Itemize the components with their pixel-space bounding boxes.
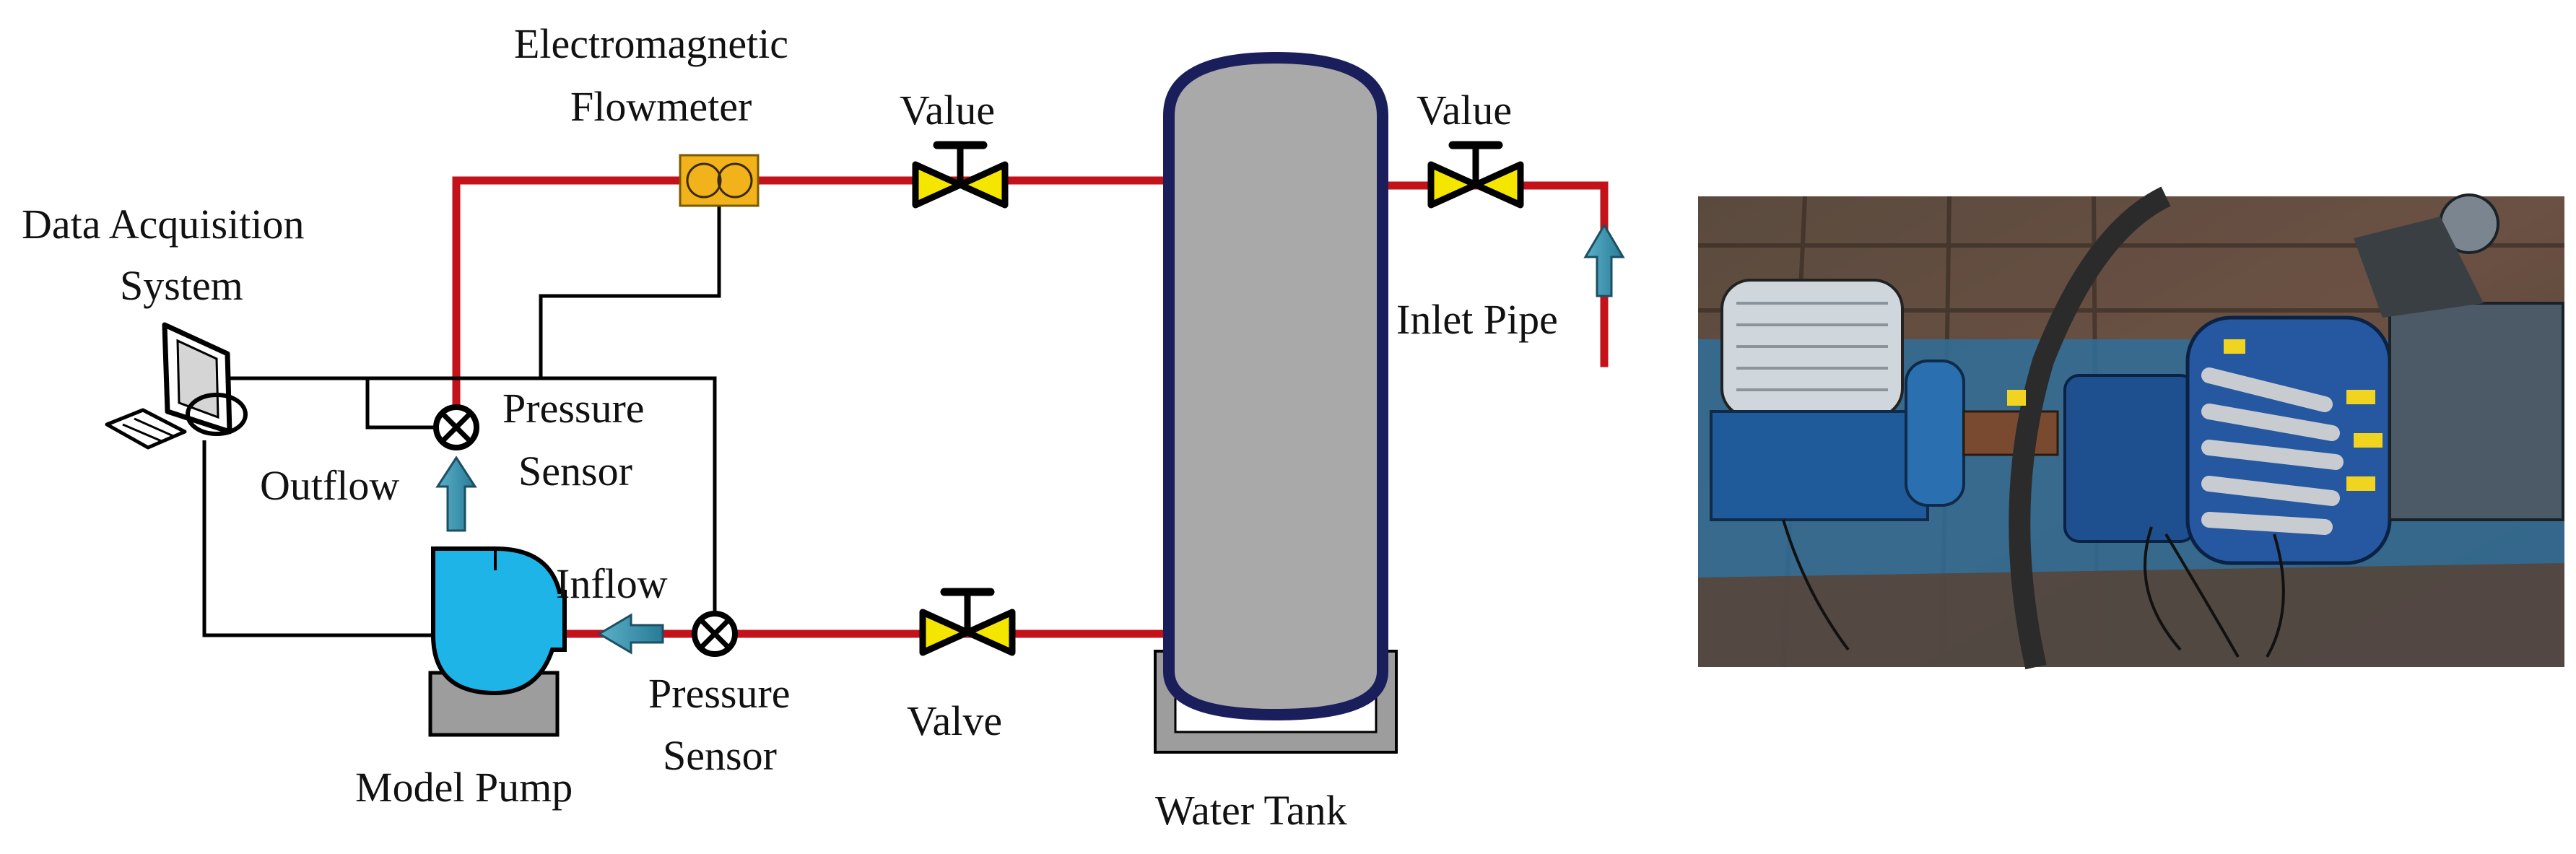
- computer-icon: [105, 322, 248, 450]
- inlet-arrow: [1583, 223, 1625, 297]
- wire-flowmeter: [539, 204, 721, 378]
- wire-outer-top: [218, 376, 717, 635]
- top-valve: [912, 141, 1009, 209]
- wire-sensor-top: [365, 378, 440, 430]
- outflow-arrow: [435, 456, 477, 532]
- top-sensor-label-line1: Pressure: [502, 385, 645, 432]
- flowmeter-label-line2: Flowmeter: [570, 83, 752, 130]
- model-pump: [428, 546, 567, 737]
- bottom-valve: [919, 588, 1016, 656]
- test-rig-photo: [1698, 186, 2564, 670]
- daq-label-line1: Data Acquisition: [22, 201, 304, 248]
- bottom-sensor-label-line1: Pressure: [648, 670, 791, 717]
- model-pump-label: Model Pump: [355, 764, 573, 811]
- inlet-pipe-label: Inlet Pipe: [1396, 296, 1558, 343]
- top-sensor-label-line2: Sensor: [518, 448, 632, 494]
- top-pressure-sensor: [433, 404, 479, 450]
- bottom-pressure-sensor: [692, 611, 738, 657]
- right-valve: [1427, 141, 1524, 209]
- daq-label-line2: System: [120, 262, 243, 309]
- inflow-arrow: [597, 613, 664, 655]
- signal-wires: [202, 204, 721, 637]
- top-valve-label: Value: [900, 87, 995, 134]
- bottom-sensor-label-line2: Sensor: [663, 732, 777, 779]
- electromagnetic-flowmeter: [679, 154, 760, 207]
- outflow-label: Outflow: [260, 462, 399, 509]
- bottom-valve-label: Valve: [907, 697, 1002, 744]
- wire-outer-left: [202, 440, 435, 637]
- inflow-label: Inflow: [556, 560, 668, 607]
- water-tank-label: Water Tank: [1155, 787, 1347, 834]
- flowmeter-label-line1: Electromagnetic: [514, 20, 788, 67]
- right-valve-label: Value: [1417, 87, 1512, 134]
- water-tank: [1154, 51, 1398, 754]
